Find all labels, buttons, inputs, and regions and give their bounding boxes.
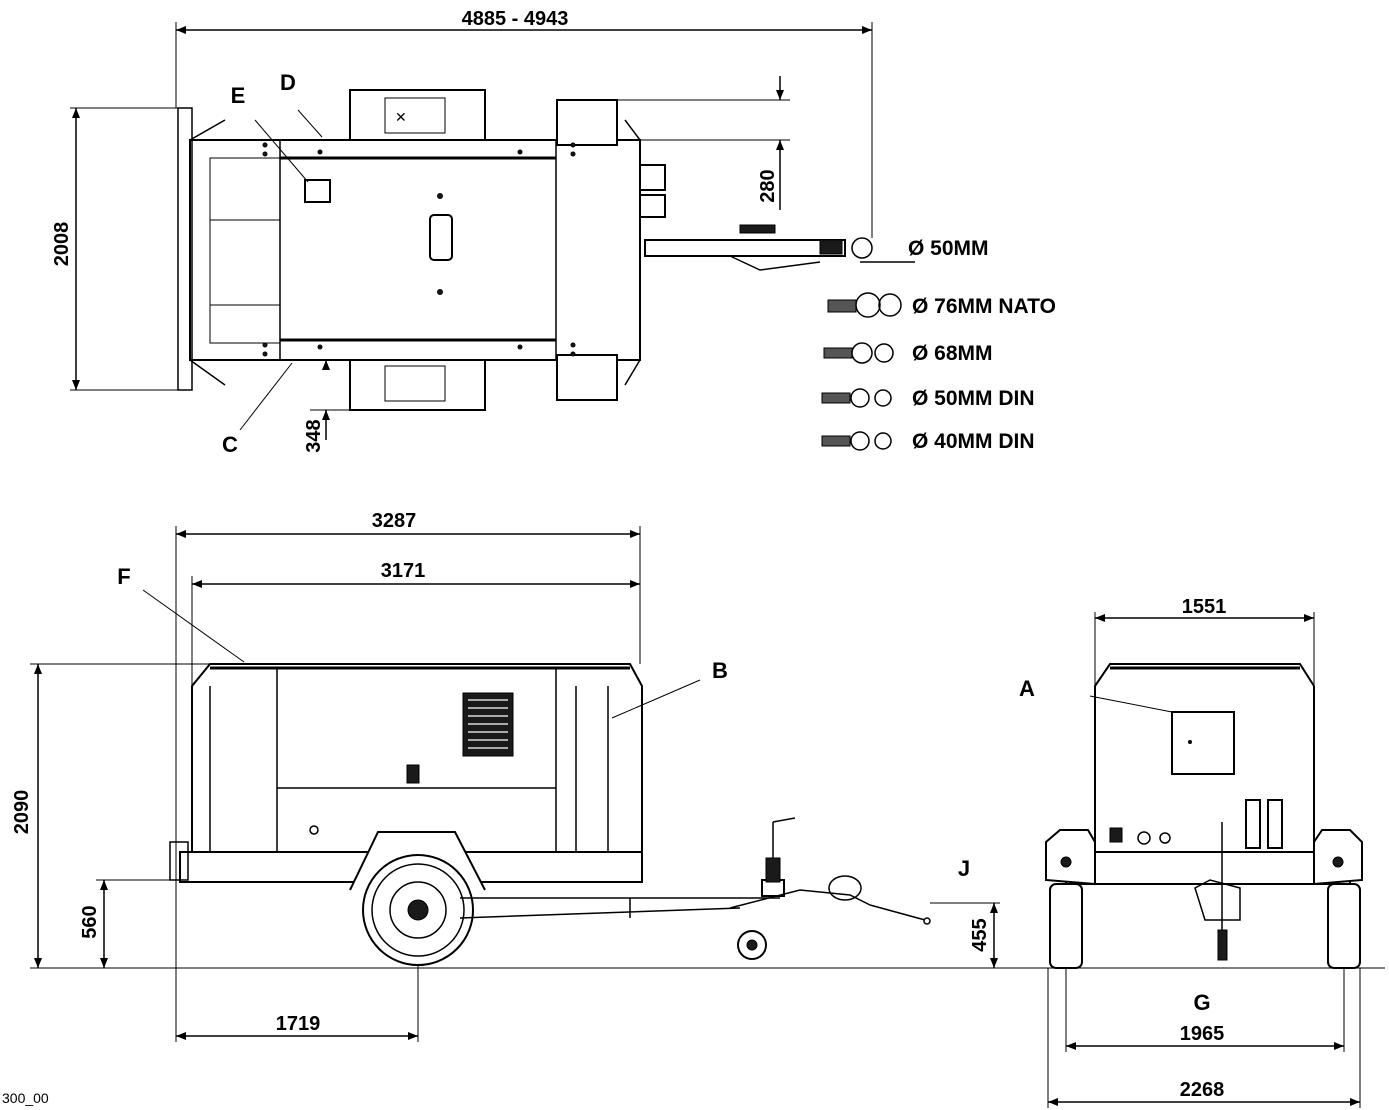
label-d: D	[280, 70, 296, 95]
dim-side-axle-position: 1719	[276, 1013, 321, 1035]
hitch-icon-76mm-nato: Ø 76MM NATO	[827, 292, 1056, 318]
dim-side-length-total: 3287	[372, 510, 417, 532]
dim-side-chassis-height: 560	[79, 905, 101, 938]
hitch-label-76mm-nato: Ø 76MM NATO	[912, 295, 1056, 318]
label-e: E	[231, 83, 246, 108]
dim-rear-body-width: 1551	[1182, 596, 1227, 618]
dim-rear-overall-width: 2268	[1180, 1079, 1225, 1101]
dim-side-height: 2090	[11, 790, 33, 835]
dim-overall-length: 4885 - 4943	[462, 8, 569, 30]
drawing-reference: 300_00	[2, 1090, 49, 1106]
label-f: F	[117, 564, 130, 589]
dim-side-length-body: 3171	[381, 560, 426, 582]
dim-top-offset-front: 280	[757, 169, 779, 202]
hitch-icon-40mm-din: Ø 40MM DIN	[821, 430, 1035, 453]
hitch-label-50mm-din: Ø 50MM DIN	[912, 387, 1035, 410]
hitch-label-68mm: Ø 68MM	[912, 342, 993, 365]
hitch-label-50mm: Ø 50MM	[908, 237, 989, 260]
dim-top-width: 2008	[51, 222, 73, 267]
dim-side-hitch-height: 455	[969, 918, 991, 951]
hitch-icon-50mm: Ø 50MM	[908, 237, 989, 260]
label-g: G	[1193, 990, 1210, 1015]
top-view: ✕	[177, 89, 915, 431]
hitch-icon-50mm-din: Ø 50MM DIN	[821, 387, 1035, 410]
rear-view	[1045, 663, 1363, 969]
label-c: C	[222, 432, 238, 457]
label-a: A	[1019, 676, 1035, 701]
label-j: J	[958, 856, 970, 881]
hitch-icon-68mm: Ø 68MM	[823, 342, 993, 365]
svg-text:✕: ✕	[395, 109, 407, 125]
hitch-options: Ø 50MM Ø 76MM NATO Ø 68MM Ø 50MM DIN Ø 4…	[821, 237, 1056, 453]
side-view	[30, 589, 1040, 969]
dim-top-offset-rear: 348	[303, 419, 325, 452]
hitch-label-40mm-din: Ø 40MM DIN	[912, 430, 1035, 453]
side-view-dimensions: 3287 3171 2090 560 1719 455	[11, 510, 1000, 1042]
rear-view-dimensions: 1551 1965 2268	[1047, 596, 1361, 1108]
label-b: B	[712, 658, 728, 683]
top-view-dimensions: 4885 - 4943 2008 280 348	[51, 8, 873, 453]
dim-rear-track: 1965	[1180, 1023, 1225, 1045]
